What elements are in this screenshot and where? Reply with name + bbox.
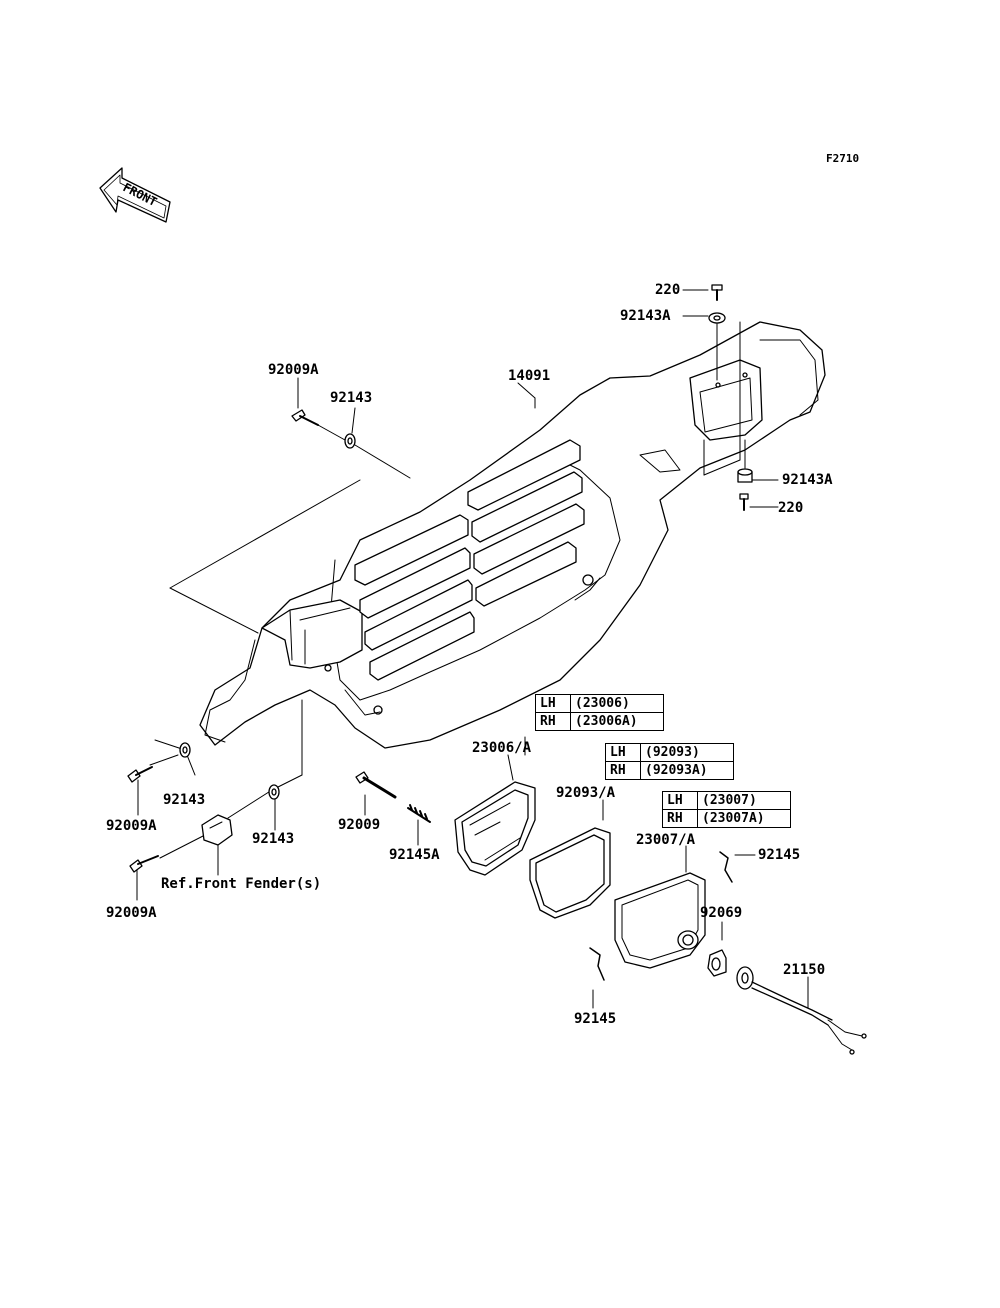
label-220-right: 220 [778, 500, 804, 516]
label-92143A-top: 92143A [620, 308, 671, 324]
washer-92143-top-icon [344, 433, 356, 449]
label-92069: 92069 [700, 905, 743, 921]
label-220-top: 220 [655, 282, 681, 298]
variant-part: (92093) [640, 743, 734, 762]
screw-92009A-bottom-icon [129, 855, 159, 873]
headlight-cover-body [199, 321, 826, 749]
variant-row-rh: RH (23006A) [535, 712, 664, 731]
variant-side: LH [535, 694, 571, 713]
label-92143-left: 92143 [163, 792, 206, 808]
variant-part: (23007A) [697, 809, 791, 828]
bolt-92009-icon [355, 771, 397, 799]
variant-part: (23007) [697, 791, 791, 810]
variant-part: (23006A) [570, 712, 664, 731]
lamp-housing-23006A [454, 781, 536, 876]
label-23007A: 23007/A [636, 832, 696, 848]
variant-part: (92093A) [640, 761, 734, 780]
variant-row-lh: LH (23007) [662, 791, 791, 810]
label-23006A: 23006/A [472, 740, 532, 756]
screw-92009A-top-icon [291, 409, 319, 426]
variant-table-92093: LH (92093) RH (92093A) [605, 743, 734, 780]
screw-220-right-icon [739, 493, 749, 511]
label-21150: 21150 [783, 962, 826, 978]
front-arrow-icon: FRONT [99, 167, 171, 223]
variant-row-rh: RH (92093A) [605, 761, 734, 780]
front-arrow-label: FRONT [121, 180, 160, 209]
variant-side: RH [605, 761, 641, 780]
socket-harness-21150-icon [736, 966, 867, 1055]
label-92143-mid: 92143 [252, 831, 295, 847]
grommet-92143A-right-icon [737, 468, 753, 483]
variant-row-rh: RH (23007A) [662, 809, 791, 828]
clip-92145-bottom-icon [589, 947, 605, 981]
label-ref-front-fender: Ref.Front Fender(s) [161, 876, 322, 892]
label-92009A-top: 92009A [268, 362, 319, 378]
bulb-92069-icon [707, 949, 727, 977]
variant-table-23007: LH (23007) RH (23007A) [662, 791, 791, 828]
variant-row-lh: LH (92093) [605, 743, 734, 762]
washer-92143-mid-icon [268, 784, 280, 800]
label-92143-top: 92143 [330, 390, 373, 406]
spring-92145A-icon [407, 804, 431, 823]
variant-side: LH [605, 743, 641, 762]
label-14091: 14091 [508, 368, 551, 384]
grommet-92143A-top-icon [708, 312, 726, 324]
label-92009A-bottom: 92009A [106, 905, 157, 921]
label-92145-bottom: 92145 [574, 1011, 617, 1027]
label-92093A: 92093/A [556, 785, 616, 801]
label-92009A-left: 92009A [106, 818, 157, 834]
washer-92143-left-icon [179, 742, 191, 758]
screw-220-top-icon [711, 284, 723, 301]
variant-side: RH [662, 809, 698, 828]
label-92009: 92009 [338, 817, 381, 833]
variant-table-23006: LH (23006) RH (23006A) [535, 694, 664, 731]
variant-side: RH [535, 712, 571, 731]
figure-code: F2710 [826, 152, 860, 165]
variant-row-lh: LH (23006) [535, 694, 664, 713]
screw-92009A-left-icon [127, 766, 153, 783]
label-92145A: 92145A [389, 847, 440, 863]
clip-92145-right-icon [719, 851, 733, 883]
variant-side: LH [662, 791, 698, 810]
gasket-92093A [529, 827, 611, 919]
bracket-icon [201, 814, 233, 846]
variant-part: (23006) [570, 694, 664, 713]
label-92145-right: 92145 [758, 847, 801, 863]
label-92143A-right: 92143A [782, 472, 833, 488]
leader-lines [136, 289, 809, 1009]
headlight-unit-23007A [614, 872, 706, 969]
